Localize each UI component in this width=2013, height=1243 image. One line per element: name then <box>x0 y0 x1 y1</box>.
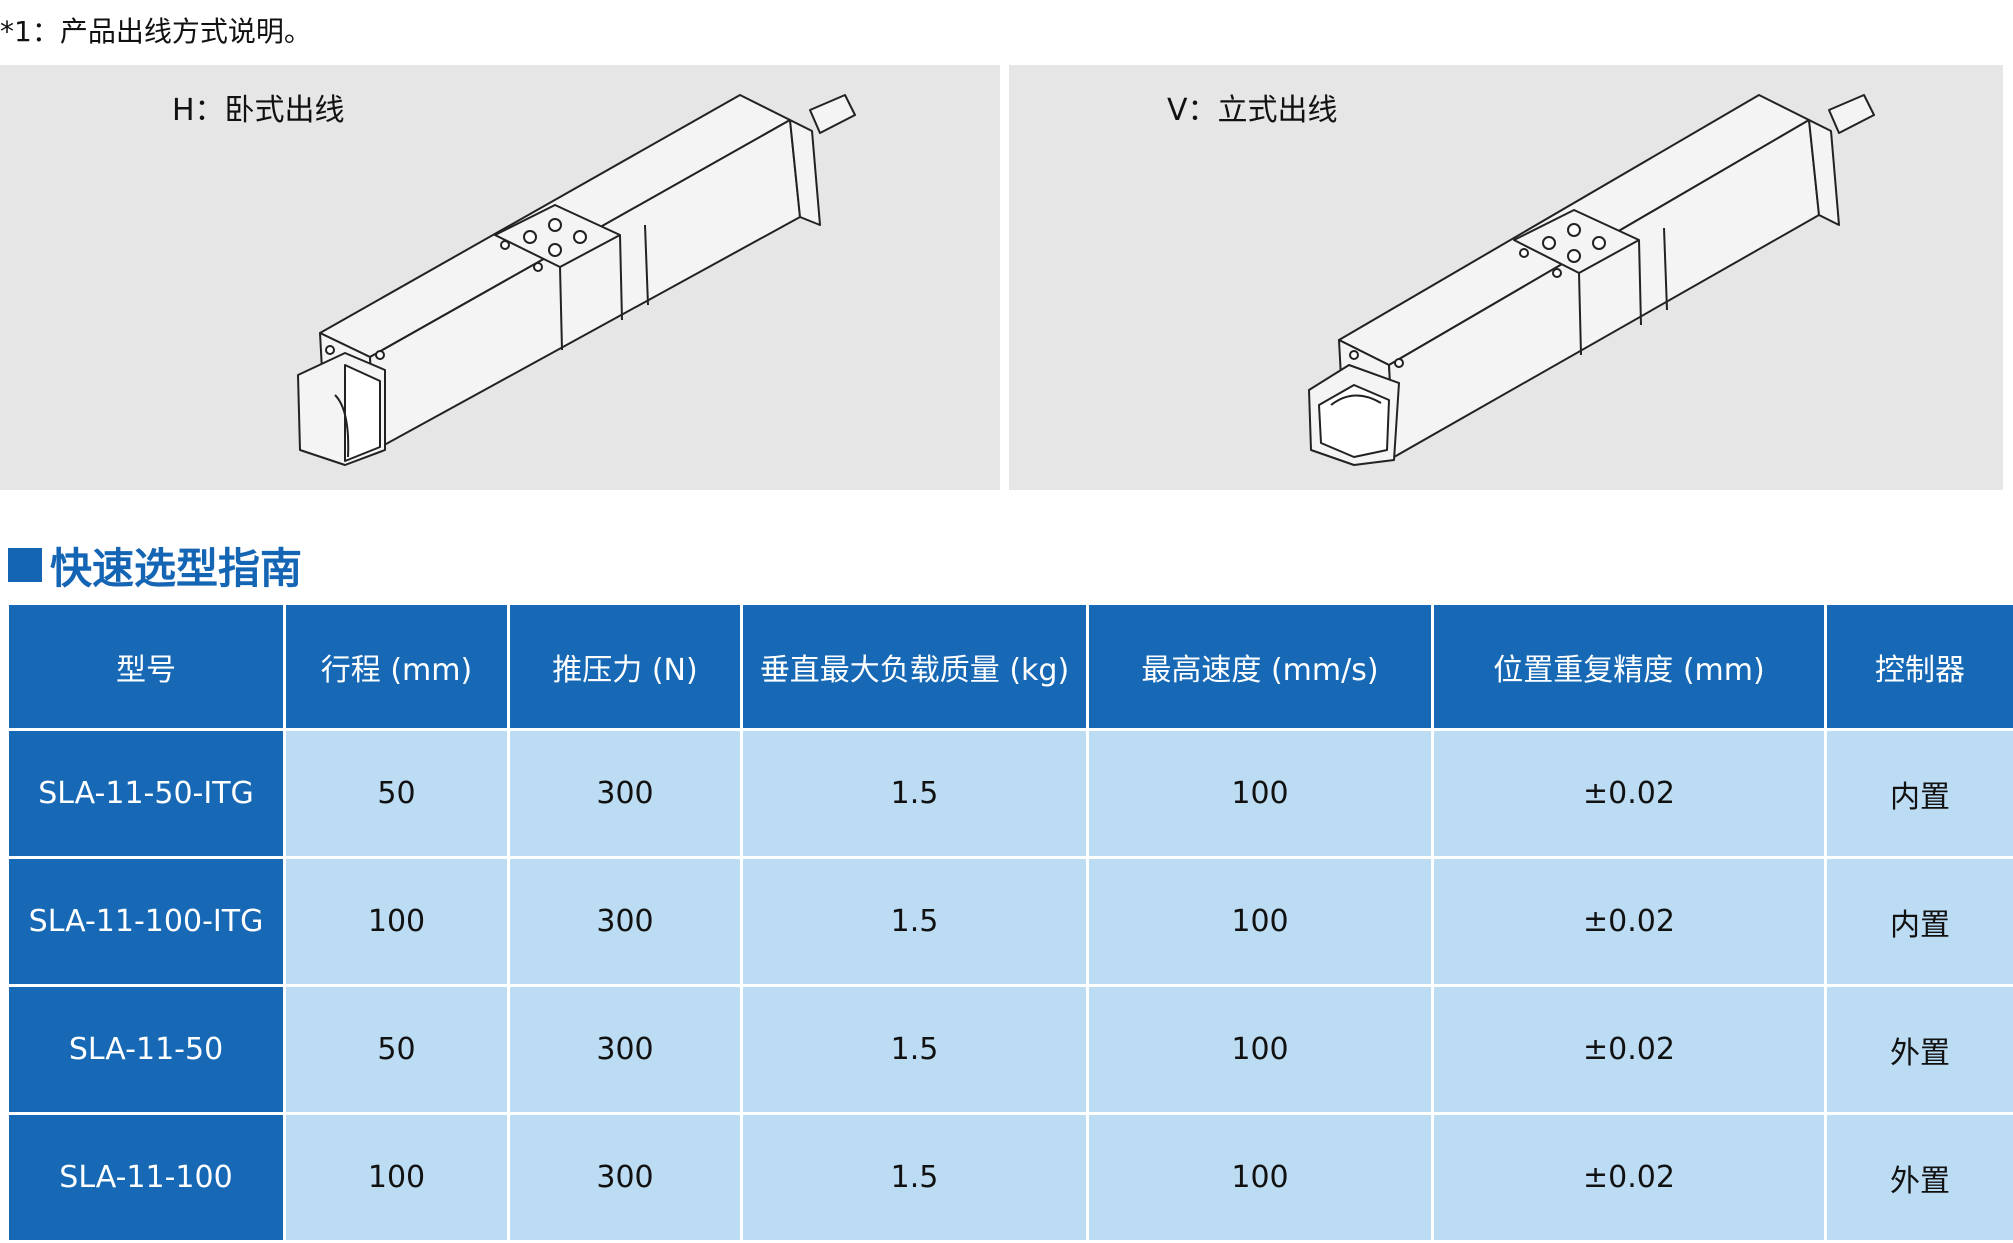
cell-vertical-load: 1.5 <box>743 859 1086 984</box>
header-model: 型号 <box>9 605 283 728</box>
cell-thrust: 300 <box>510 987 740 1112</box>
footnote: *1：产品出线方式说明。 <box>0 15 312 48</box>
cell-stroke: 100 <box>286 1115 507 1240</box>
cell-stroke: 100 <box>286 859 507 984</box>
cell-max-speed: 100 <box>1089 1115 1431 1240</box>
cell-thrust: 300 <box>510 731 740 856</box>
cell-controller: 外置 <box>1827 987 2013 1112</box>
header-max-speed: 最高速度 (mm/s) <box>1089 605 1431 728</box>
table-row: SLA-11-50-ITG 50 300 1.5 100 ±0.02 内置 <box>9 731 2013 856</box>
cell-repeatability: ±0.02 <box>1434 859 1824 984</box>
cell-max-speed: 100 <box>1089 731 1431 856</box>
cell-model: SLA-11-100-ITG <box>9 859 283 984</box>
header-repeatability: 位置重复精度 (mm) <box>1434 605 1824 728</box>
cell-repeatability: ±0.02 <box>1434 731 1824 856</box>
vertical-outlet-label: V：立式出线 <box>1167 93 1338 128</box>
horizontal-outlet-panel: H：卧式出线 <box>0 65 1000 490</box>
cell-vertical-load: 1.5 <box>743 731 1086 856</box>
cell-model: SLA-11-100 <box>9 1115 283 1240</box>
table-row: SLA-11-50 50 300 1.5 100 ±0.02 外置 <box>9 987 2013 1112</box>
selection-table: 型号 行程 (mm) 推压力 (N) 垂直最大负载质量 (kg) 最高速度 (m… <box>6 602 2013 1243</box>
cell-max-speed: 100 <box>1089 987 1431 1112</box>
header-stroke: 行程 (mm) <box>286 605 507 728</box>
horizontal-actuator-drawing <box>297 94 856 466</box>
cell-model: SLA-11-50-ITG <box>9 731 283 856</box>
cell-repeatability: ±0.02 <box>1434 1115 1824 1240</box>
table-row: SLA-11-100 100 300 1.5 100 ±0.02 外置 <box>9 1115 2013 1240</box>
section-title-text: 快速选型指南 <box>50 543 303 593</box>
header-controller: 控制器 <box>1827 605 2013 728</box>
vertical-actuator-drawing <box>1308 94 1875 466</box>
cell-vertical-load: 1.5 <box>743 987 1086 1112</box>
cell-repeatability: ±0.02 <box>1434 987 1824 1112</box>
cell-thrust: 300 <box>510 859 740 984</box>
cell-vertical-load: 1.5 <box>743 1115 1086 1240</box>
table-header-row: 型号 行程 (mm) 推压力 (N) 垂直最大负载质量 (kg) 最高速度 (m… <box>9 605 2013 728</box>
cell-stroke: 50 <box>286 987 507 1112</box>
title-square-icon <box>8 548 42 582</box>
header-thrust: 推压力 (N) <box>510 605 740 728</box>
cell-model: SLA-11-50 <box>9 987 283 1112</box>
cell-controller: 外置 <box>1827 1115 2013 1240</box>
cell-max-speed: 100 <box>1089 859 1431 984</box>
cell-controller: 内置 <box>1827 859 2013 984</box>
cell-stroke: 50 <box>286 731 507 856</box>
cell-thrust: 300 <box>510 1115 740 1240</box>
section-title: 快速选型指南 <box>8 538 302 593</box>
horizontal-outlet-label: H：卧式出线 <box>172 93 345 128</box>
table-row: SLA-11-100-ITG 100 300 1.5 100 ±0.02 内置 <box>9 859 2013 984</box>
cell-controller: 内置 <box>1827 731 2013 856</box>
vertical-outlet-panel: V：立式出线 <box>1009 65 2003 490</box>
header-vertical-load: 垂直最大负载质量 (kg) <box>743 605 1086 728</box>
